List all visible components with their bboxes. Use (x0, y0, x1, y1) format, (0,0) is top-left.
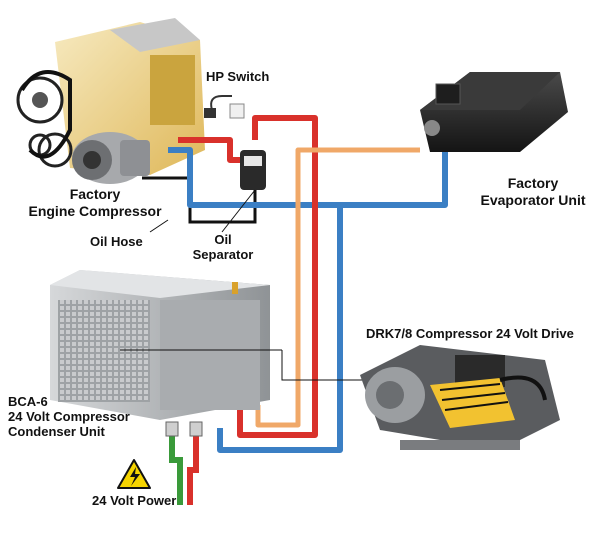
power-cables (165, 421, 203, 505)
label-factory-engine-compressor: Factory Engine Compressor (20, 186, 170, 220)
hp-switch (204, 95, 245, 119)
label-separator-line-1: Oil (214, 232, 232, 247)
label-factory-evaporator-unit: Factory Evaporator Unit (468, 175, 598, 209)
discharge-line (178, 115, 318, 438)
label-separator-line-2: Separator (192, 247, 254, 262)
label-engine-line-2: Engine Compressor (28, 203, 162, 219)
label-bca-line-1: BCA-6 (8, 394, 48, 409)
drk-drive (360, 345, 560, 450)
label-oil-hose: Oil Hose (90, 234, 143, 249)
label-bca-line-3: Condenser Unit (8, 424, 105, 439)
label-24-volt-power: 24 Volt Power (92, 493, 177, 508)
label-bca-line-2: 24 Volt Compressor (8, 409, 130, 424)
label-evaporator-line-2: Evaporator Unit (480, 192, 586, 208)
label-bca-unit: BCA-6 24 Volt Compressor Condenser Unit (8, 394, 130, 439)
condenser-unit (50, 270, 270, 420)
factory-evaporator (420, 72, 568, 152)
label-engine-line-1: Factory (69, 186, 121, 202)
label-oil-separator: Oil Separator (188, 232, 258, 262)
label-drk-drive: DRK7/8 Compressor 24 Volt Drive (366, 326, 574, 341)
oil-hose-line (142, 176, 257, 224)
label-hp-switch: HP Switch (206, 69, 270, 84)
engine-compressor (72, 132, 150, 184)
label-evaporator-line-1: Factory (507, 175, 559, 191)
oil-separator-leader (221, 189, 256, 233)
suction-line (168, 135, 448, 453)
high-voltage-warning-icon (117, 459, 151, 489)
liquid-line (255, 147, 420, 428)
oil-hose-leader (149, 219, 169, 233)
oil-separator (240, 150, 266, 190)
